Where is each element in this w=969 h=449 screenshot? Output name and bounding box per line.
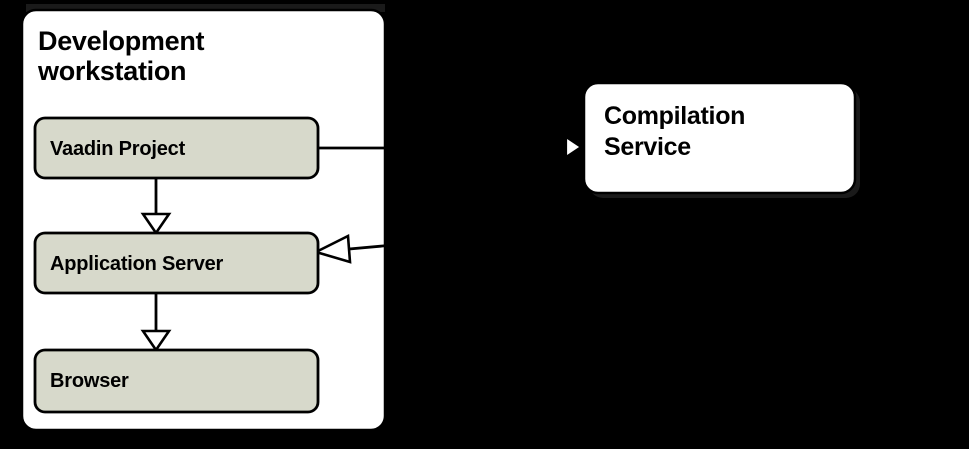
arrowhead-to-application-server	[312, 233, 352, 264]
node-vaadin-project-label: Vaadin Project	[50, 138, 186, 160]
node-application-server[interactable]	[33, 231, 320, 295]
node-vaadin-project[interactable]	[33, 116, 320, 180]
container-compilation-service-title-line2: Service	[604, 133, 691, 161]
container-development-workstation-title-line1: Development	[38, 26, 205, 56]
node-browser[interactable]	[33, 348, 320, 414]
arrowhead-vaadin-project-to-application-server	[140, 212, 172, 236]
arrowhead-application-server-to-browser	[140, 329, 172, 353]
node-application-server-label: Application Server	[50, 253, 224, 275]
container-development-workstation-title-line2: workstation	[37, 56, 186, 86]
node-browser-label: Browser	[50, 370, 129, 392]
container-shadow	[26, 4, 385, 12]
container-development-workstation[interactable]	[20, 8, 387, 432]
container-compilation-service[interactable]	[582, 81, 857, 195]
edge-compilation-service-to-application-server	[337, 226, 585, 252]
arrowhead-compilation-service-inlet-icon	[564, 134, 583, 160]
container-compilation-service-title-line1: Compilation	[604, 102, 745, 130]
